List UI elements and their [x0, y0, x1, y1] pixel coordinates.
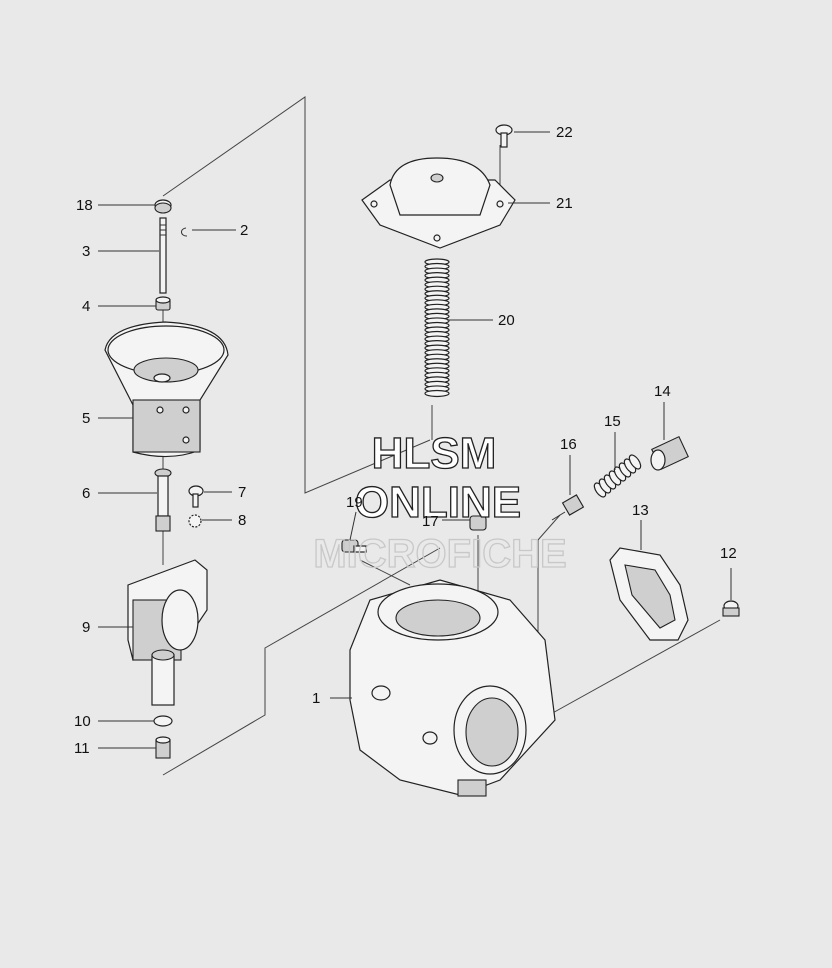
callout-2: 2	[240, 222, 248, 239]
callout-18: 18	[76, 197, 93, 214]
part-12-screw	[722, 600, 740, 617]
part-19-screw	[341, 539, 367, 553]
callout-13: 13	[632, 502, 649, 519]
callout-4: 4	[82, 298, 90, 315]
callout-19: 19	[346, 494, 363, 511]
callout-22: 22	[556, 124, 573, 141]
callout-5: 5	[82, 410, 90, 427]
callout-7: 7	[238, 484, 246, 501]
part-15-spring	[593, 454, 642, 498]
part-22-screw	[495, 124, 513, 148]
part-8-lock-washer	[188, 514, 202, 528]
part-10-washer	[153, 715, 173, 727]
part-16-pilot-screw	[551, 494, 585, 521]
callout-21: 21	[556, 195, 573, 212]
callout-10: 10	[74, 713, 91, 730]
part-3-jet-needle	[159, 217, 167, 294]
part-9-holder	[127, 559, 208, 706]
callout-16: 16	[560, 436, 577, 453]
watermark-line-1: HLSM	[372, 429, 497, 478]
callout-9: 9	[82, 619, 90, 636]
callout-6: 6	[82, 485, 90, 502]
watermark-line-3: MICROFICHE	[313, 532, 566, 576]
spring-coil	[628, 454, 642, 470]
callout-8: 8	[238, 512, 246, 529]
watermark: HLSM ONLINE MICROFICHE	[313, 428, 568, 576]
callout-17: 17	[422, 513, 439, 530]
callout-12: 12	[720, 545, 737, 562]
part-5-vacuum-piston	[104, 321, 229, 458]
watermark-line-2: ONLINE	[355, 478, 521, 527]
part-1-carburetor-body	[349, 579, 556, 797]
callout-labels: 18 2 3 4 5 6 7 8 9 10 11 1 12 13 14 15 1…	[74, 124, 737, 757]
callout-14: 14	[654, 383, 671, 400]
callout-leaders	[98, 131, 732, 749]
part-4-spacer	[155, 296, 171, 311]
part-11-main-jet	[155, 736, 171, 759]
callout-20: 20	[498, 312, 515, 329]
part-18-nut	[154, 199, 172, 214]
callout-1: 1	[312, 690, 320, 707]
part-6-needle-jet	[154, 468, 172, 532]
part-17-plug	[469, 515, 487, 531]
part-14-plug	[650, 435, 689, 471]
part-21-top-cover	[361, 157, 516, 249]
callout-11: 11	[74, 740, 90, 757]
part-2-clip	[180, 227, 188, 237]
callout-15: 15	[604, 413, 621, 430]
part-7-screw	[188, 485, 204, 508]
part-13-gasket	[609, 547, 689, 641]
spring-coil	[424, 389, 450, 398]
part-20-spring	[424, 258, 450, 398]
callout-3: 3	[82, 243, 90, 260]
